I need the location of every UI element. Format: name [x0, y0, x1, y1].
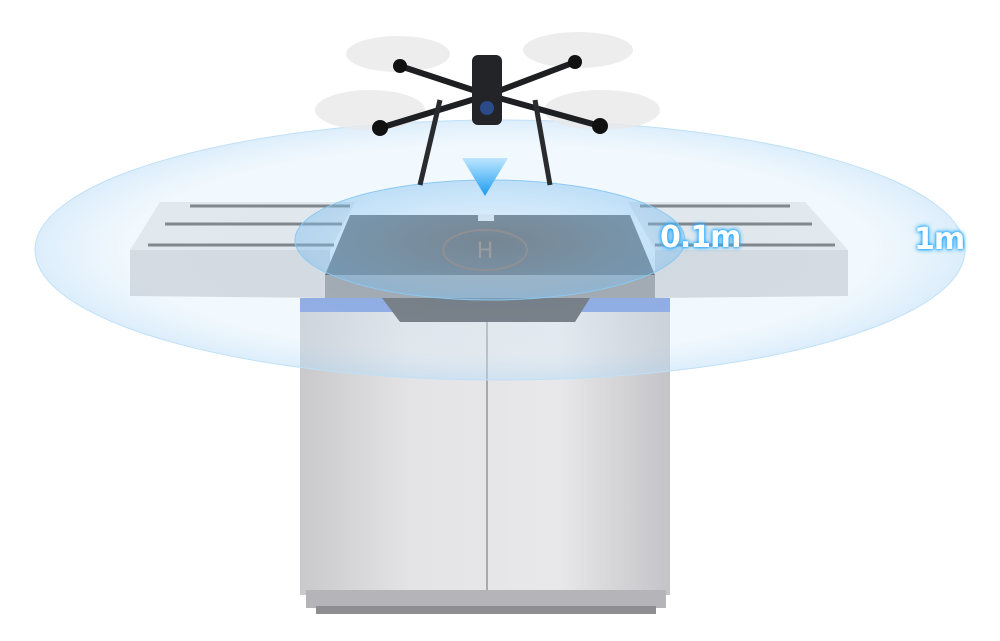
near-range-label: 0.1m	[660, 220, 741, 255]
helipad-marking: H	[442, 229, 528, 271]
drone	[315, 32, 660, 186]
helipad-h-icon: H	[477, 239, 494, 264]
landing-arrow-icon	[462, 158, 508, 196]
far-range-label: 1m	[914, 222, 965, 257]
